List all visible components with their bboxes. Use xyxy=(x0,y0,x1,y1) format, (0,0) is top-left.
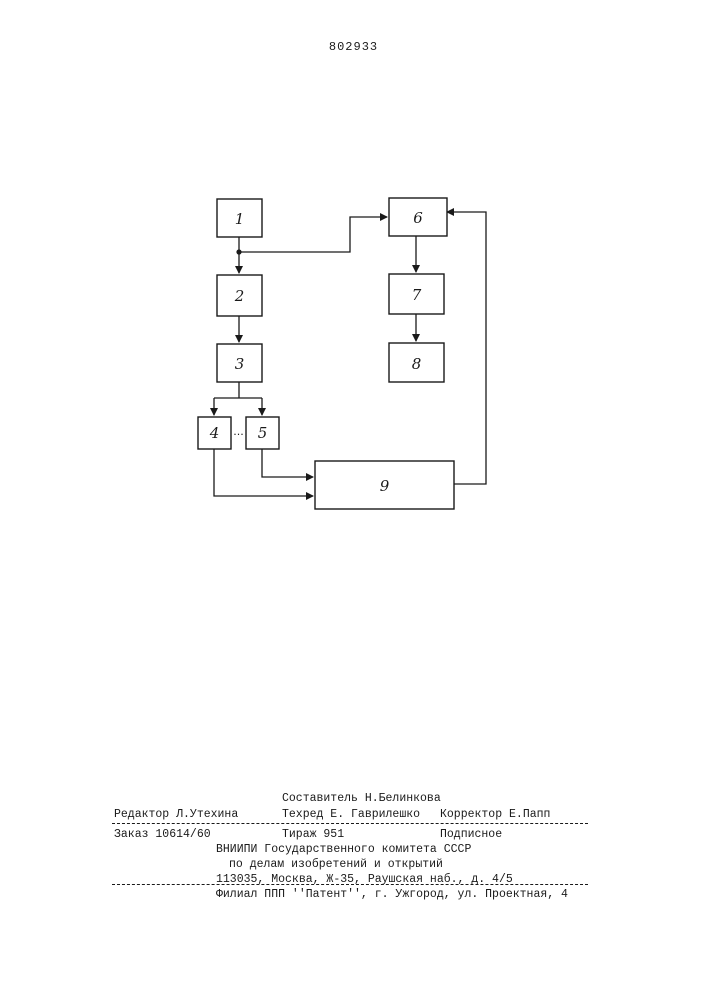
imprint-block: Составитель Н.Белинкова Редактор Л.Утехи… xyxy=(0,0,707,234)
block-4: 4 xyxy=(198,417,231,449)
block-2-label: 2 xyxy=(234,287,245,305)
block-9-label: 9 xyxy=(380,477,390,495)
wire-3-split xyxy=(214,382,262,398)
block-7: 7 xyxy=(389,274,444,314)
block-2: 2 xyxy=(217,275,262,316)
block-5: 5 xyxy=(246,417,279,449)
compiler-line: Составитель Н.Белинкова xyxy=(282,792,441,805)
corrector-line: Корректор Е.Папп xyxy=(440,808,550,821)
block-7-label: 7 xyxy=(412,286,422,304)
subscription: Подписное xyxy=(440,828,502,841)
block-8: 8 xyxy=(389,343,444,382)
block-8-label: 8 xyxy=(412,355,422,373)
branch-line: Филиал ППП ''Патент'', г. Ужгород, ул. П… xyxy=(216,888,568,901)
block-5-label: 5 xyxy=(258,424,268,442)
wire-5-to-9 xyxy=(262,449,313,477)
divider-top xyxy=(112,823,588,824)
ellipsis: ... xyxy=(233,425,244,438)
block-3: 3 xyxy=(217,344,262,382)
divider-bottom xyxy=(112,884,588,885)
org-line-1: ВНИИПИ Государственного комитета СССР xyxy=(216,843,471,856)
wire-4-to-9 xyxy=(214,449,313,496)
block-9: 9 xyxy=(315,461,454,509)
techred-line: Техред Е. Гаврилешко xyxy=(282,808,420,821)
order-number: Заказ 10614/60 xyxy=(114,828,211,841)
circulation: Тираж 951 xyxy=(282,828,344,841)
wire-9-to-6-feedback xyxy=(447,212,486,484)
block-4-label: 4 xyxy=(209,424,220,442)
org-line-2: по делам изобретений и открытий xyxy=(229,858,443,871)
editor-line: Редактор Л.Утехина xyxy=(114,808,238,821)
block-3-label: 3 xyxy=(235,355,245,373)
